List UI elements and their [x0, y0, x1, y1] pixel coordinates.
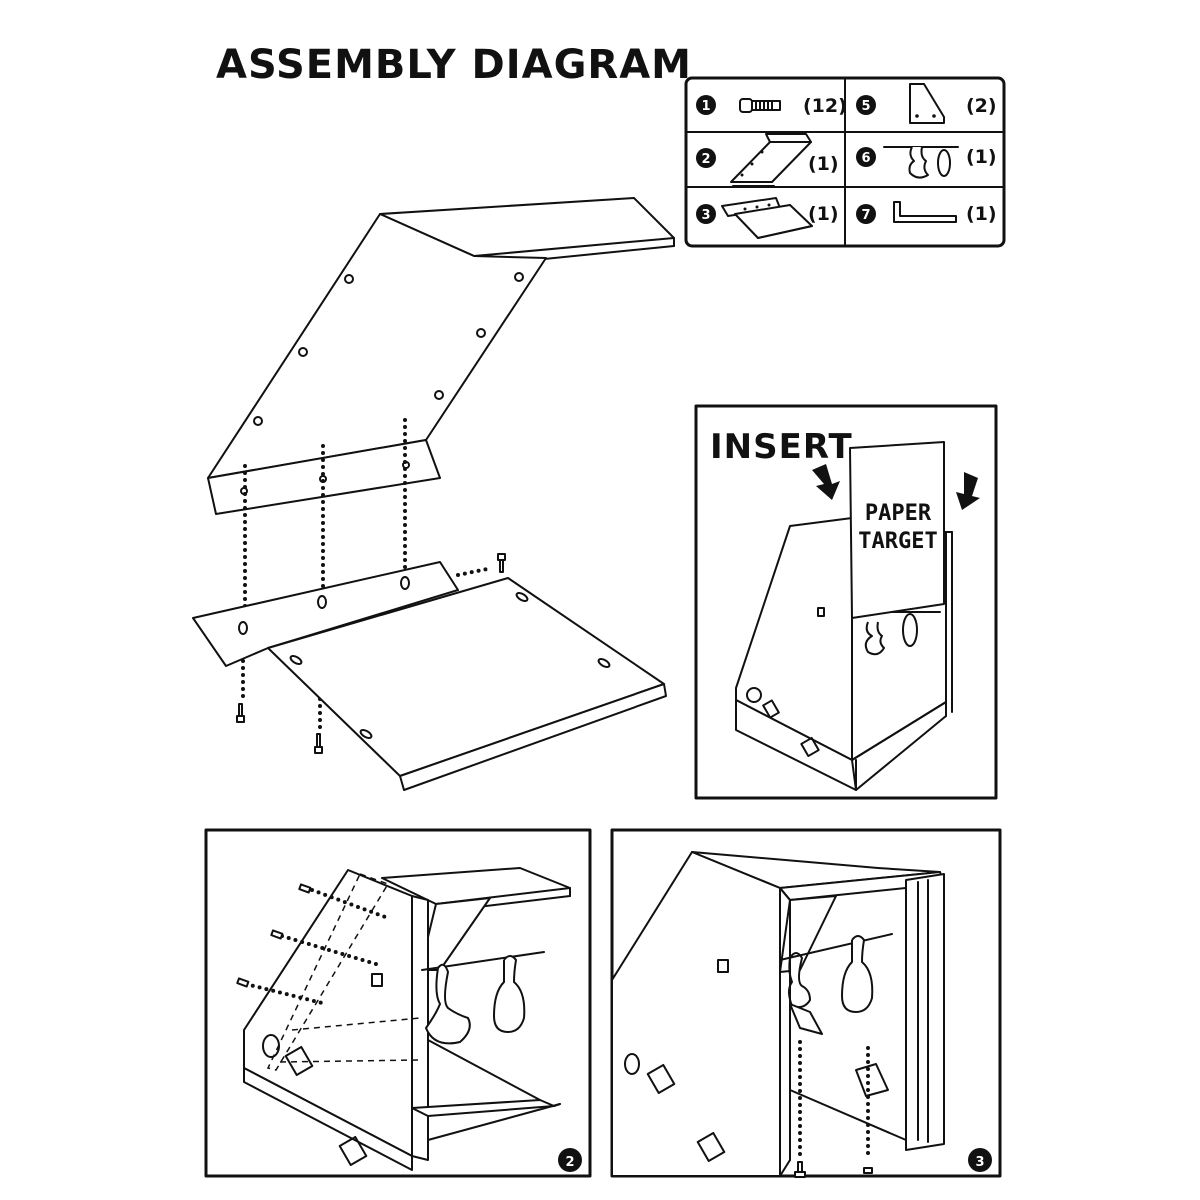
- step-badge: [558, 1148, 582, 1172]
- bottom-plate-lip: [399, 683, 667, 791]
- target-rod: [779, 933, 893, 961]
- part-number-badge: [856, 204, 876, 224]
- step-3-panel: 3: [610, 828, 1002, 1178]
- guide-line: [244, 982, 328, 1006]
- insert-heading: INSERT: [710, 427, 853, 467]
- step-3-left-panel: [611, 851, 781, 1177]
- part-quantity: (1): [808, 203, 839, 225]
- bolt-icon: [298, 883, 312, 894]
- bolt-icon: [270, 929, 284, 940]
- legend-item-part-7: 7 (1): [856, 201, 997, 225]
- step-2-floor-lip: [411, 1099, 555, 1117]
- paper-target-label-line2: TARGET: [858, 529, 937, 554]
- parts-legend: 1 (12) 2 (1): [684, 76, 1006, 248]
- bottom-plate-icon: [721, 197, 813, 239]
- legend-item-part-3: 3 (1): [696, 197, 839, 239]
- part-number-badge: [856, 147, 876, 167]
- step-2-panel: 2: [204, 828, 592, 1178]
- part-number-badge: [856, 95, 876, 115]
- angled-plate-icon: [730, 133, 812, 187]
- step-2-frame: [204, 828, 592, 1178]
- angled-plate-face: [207, 213, 547, 479]
- part-quantity: (1): [966, 146, 997, 168]
- bolt-icon: [739, 98, 781, 113]
- diagram-title: ASSEMBLY DIAGRAM: [216, 42, 692, 88]
- bolt-icon: [236, 703, 245, 723]
- bolt-icon: [497, 553, 506, 573]
- legend-item-part-1: 1 (12): [696, 95, 847, 117]
- part-number: 5: [861, 99, 870, 114]
- part-quantity: (1): [808, 153, 839, 175]
- bracket-icon: [789, 1003, 823, 1035]
- duck-target-icon: [864, 621, 885, 656]
- part-number-badge: [696, 204, 716, 224]
- step-3-right-panel: [905, 873, 945, 1151]
- guide-line: [280, 934, 378, 966]
- part-number: 2: [701, 152, 710, 167]
- paper-target: PAPER TARGET: [849, 441, 945, 619]
- step-badge-number: 2: [565, 1155, 574, 1170]
- legend-item-part-6: 6 (1): [856, 146, 997, 179]
- side-bracket-icon: [909, 83, 945, 124]
- step-2-angled-plate: [419, 897, 491, 971]
- bolt-icon: [794, 1161, 806, 1178]
- part-number: 1: [701, 99, 710, 114]
- step-badge: [968, 1148, 992, 1172]
- duck-target-icon: [788, 952, 811, 1009]
- guide-line: [310, 888, 390, 920]
- part-number: 6: [861, 151, 870, 166]
- legend-item-part-2: 2 (1): [696, 133, 839, 187]
- bracket-outline: [266, 873, 390, 1071]
- duck-target-icon: [425, 963, 471, 1045]
- part-number: 7: [861, 208, 870, 223]
- part-quantity: (12): [803, 95, 847, 117]
- side-hole: [624, 1053, 640, 1075]
- exploded-view: [192, 197, 675, 791]
- insert-panel: INSERT PAPER TARGET: [694, 404, 998, 800]
- step-2-left-panel-edge: [243, 1067, 413, 1171]
- down-arrow-icon: [812, 464, 840, 500]
- paper-target-label-line1: PAPER: [865, 501, 932, 526]
- guide-line: [456, 566, 494, 577]
- angled-top-plate: [207, 197, 675, 515]
- part-number: 3: [701, 208, 710, 223]
- round-target-icon: [902, 613, 918, 647]
- part-quantity: (1): [966, 203, 997, 225]
- round-target-icon: [841, 935, 874, 1013]
- part-number-badge: [696, 95, 716, 115]
- bottom-plate: [192, 561, 667, 791]
- paper-target-sheet: [849, 441, 945, 619]
- bracket-icon: [855, 1063, 889, 1097]
- hex-key-icon: [893, 201, 957, 223]
- part-quantity: (2): [966, 95, 997, 117]
- bolt-icon: [863, 1167, 873, 1174]
- round-target-icon: [493, 955, 526, 1033]
- side-hole: [262, 1034, 280, 1058]
- bottom-plate-rear: [192, 561, 459, 667]
- step-3-angled-plate: [779, 895, 837, 973]
- bolt-icon: [314, 733, 323, 754]
- part-number-badge: [696, 148, 716, 168]
- bolt-icon: [236, 977, 250, 988]
- step-badge-number: 3: [975, 1155, 984, 1170]
- down-arrow-icon: [956, 472, 980, 510]
- insert-panel-frame: [694, 404, 998, 800]
- legend-item-part-5: 5 (2): [856, 83, 997, 124]
- target-rod-icon: [883, 146, 959, 179]
